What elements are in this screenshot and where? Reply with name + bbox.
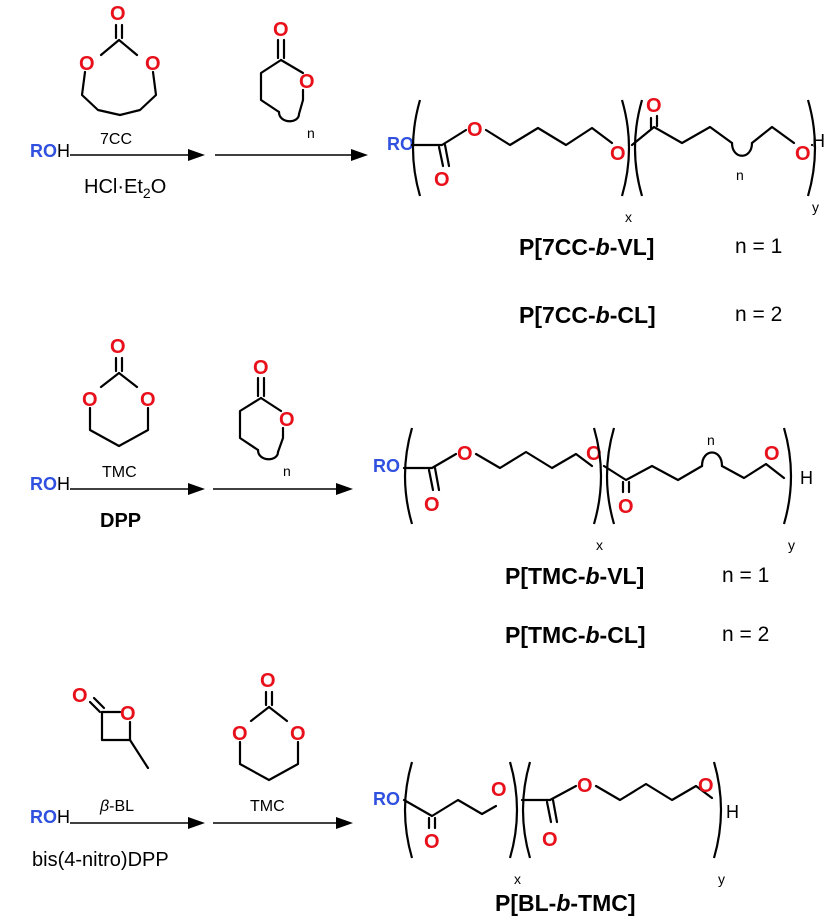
- ring-oxygen-right: O: [145, 53, 161, 75]
- ring-oxygen-left: O: [232, 723, 248, 745]
- reaction-2: O O O O O n RO H TMC DPP RO: [30, 336, 813, 648]
- initiator-ro: RO: [30, 807, 57, 827]
- monomer-tmc-structure: O O O: [232, 670, 306, 782]
- reagent-label-tmc: TMC: [250, 798, 285, 815]
- arrowhead: [351, 149, 368, 161]
- bracket-close-y: [712, 761, 723, 859]
- ether-oxygen: O: [610, 143, 626, 165]
- ketone-oxygen: O: [424, 831, 440, 853]
- carbonyl-oxygen: O: [110, 3, 126, 25]
- monomer-beta-bl-structure: O O: [72, 685, 150, 770]
- arrowhead: [336, 483, 353, 495]
- lactone-structure-2: O O n: [238, 357, 295, 479]
- product-polymer-bl-tmc: RO O O x O O O H y: [373, 761, 739, 887]
- product-polymer-7cc-lactone: RO O O O x O O n H y: [387, 95, 825, 225]
- reagent-label-tmc: TMC: [102, 464, 137, 481]
- bracket-close-y: [782, 427, 793, 525]
- ester-oxygen: O: [457, 443, 473, 465]
- carbonyl-oxygen: O: [542, 829, 558, 851]
- arrowhead: [188, 149, 205, 161]
- lactone-ring-oxygen: O: [279, 409, 295, 431]
- product-polymer-tmc-lactone: RO O O O x O O n H y: [373, 427, 813, 553]
- monomer-7cc-structure: O O O: [79, 3, 161, 117]
- terminal-oxygen: O: [795, 143, 811, 165]
- catalyst-dpp: DPP: [100, 510, 141, 532]
- terminal-oxygen: O: [764, 443, 780, 465]
- arrowhead: [188, 483, 205, 495]
- terminal-hydrogen: H: [812, 131, 825, 151]
- bracket-close-x: [592, 427, 603, 525]
- bracket-open-y: [521, 761, 532, 859]
- arrowhead: [336, 817, 353, 829]
- catalyst-hcl-et2o: HCl·Et2O: [84, 176, 166, 201]
- ester-oxygen: O: [491, 779, 507, 801]
- monomer-tmc-structure: O O O: [82, 336, 156, 448]
- n-value-label: n = 1: [735, 235, 782, 258]
- product-name-7cc-vl: P[7CC-b-VL]: [519, 234, 654, 260]
- bracket-close-y: [806, 99, 817, 197]
- ring-oxygen-left: O: [79, 53, 95, 75]
- lactone-carbonyl-oxygen: O: [253, 357, 269, 379]
- lactone-carbonyl-oxygen: O: [72, 685, 88, 707]
- repeat-index-n: n: [283, 463, 291, 479]
- product-name-bl-tmc: P[BL-b-TMC]: [495, 890, 636, 916]
- n-value-label: n = 2: [735, 303, 782, 326]
- repeat-index-n: n: [736, 167, 744, 183]
- bracket-open-x: [411, 99, 422, 197]
- reagent-label-7cc: 7CC: [100, 131, 132, 148]
- initiator-h: H: [57, 474, 70, 494]
- carbonate-oxygen: O: [577, 775, 593, 797]
- arrowhead: [188, 817, 205, 829]
- repeat-index-n: n: [307, 125, 315, 141]
- lactone-ring-oxygen: O: [120, 703, 136, 725]
- initiator-h: H: [57, 141, 70, 161]
- bracket-open-x: [403, 427, 414, 525]
- repeat-index-y: y: [788, 537, 795, 553]
- polymer-end-ro: RO: [373, 789, 400, 809]
- ester-oxygen: O: [467, 119, 483, 141]
- initiator-ro: RO: [30, 141, 57, 161]
- product-name-tmc-cl: P[TMC-b-CL]: [505, 622, 646, 648]
- lactone-ring-oxygen: O: [299, 71, 315, 93]
- carbonyl-oxygen: O: [110, 336, 126, 358]
- terminal-hydrogen: H: [800, 468, 813, 488]
- lactone-structure-1: O O n: [259, 19, 315, 141]
- initiator-ro: RO: [30, 474, 57, 494]
- ring-oxygen-right: O: [140, 389, 156, 411]
- ester-carbonyl-oxygen: O: [434, 169, 450, 191]
- product-name-7cc-cl: P[7CC-b-CL]: [519, 302, 656, 328]
- repeat-index-y: y: [718, 871, 725, 887]
- lactone-carbonyl-oxygen: O: [618, 496, 634, 518]
- bracket-close-x: [508, 761, 519, 859]
- catalyst-bis-nitro-dpp: bis(4-nitro)DPP: [32, 849, 169, 871]
- repeat-index-y: y: [812, 199, 819, 215]
- reaction-1: O O O O O n RO H 7CC HCl·Et2O RO: [30, 3, 825, 328]
- n-value-label: n = 1: [722, 564, 769, 587]
- bracket-open-y: [605, 427, 616, 525]
- reagent-label-beta-bl: β-BL: [99, 798, 134, 815]
- bracket-open-y: [633, 99, 644, 197]
- bracket-open-x: [403, 761, 414, 859]
- terminal-oxygen: O: [698, 775, 714, 797]
- ring-oxygen-right: O: [290, 723, 306, 745]
- terminal-hydrogen: H: [726, 802, 739, 822]
- repeat-index-x: x: [625, 209, 632, 225]
- repeat-index-n: n: [707, 432, 715, 448]
- carbonyl-oxygen: O: [260, 670, 276, 692]
- lactone-carbonyl-oxygen: O: [646, 95, 662, 117]
- repeat-index-x: x: [514, 871, 521, 887]
- polymer-end-ro: RO: [373, 456, 400, 476]
- repeat-index-x: x: [596, 537, 603, 553]
- bracket-close-x: [620, 99, 631, 197]
- polymer-end-ro: RO: [387, 134, 414, 154]
- ester-carbonyl-oxygen: O: [424, 494, 440, 516]
- lactone-carbonyl-oxygen: O: [273, 19, 289, 41]
- product-name-tmc-vl: P[TMC-b-VL]: [505, 563, 644, 589]
- ring-oxygen-left: O: [82, 389, 98, 411]
- reaction-3: O O O O O RO H β-BL TMC bis(4-nitro)DPP …: [30, 670, 739, 916]
- initiator-h: H: [57, 807, 70, 827]
- n-value-label: n = 2: [722, 623, 769, 646]
